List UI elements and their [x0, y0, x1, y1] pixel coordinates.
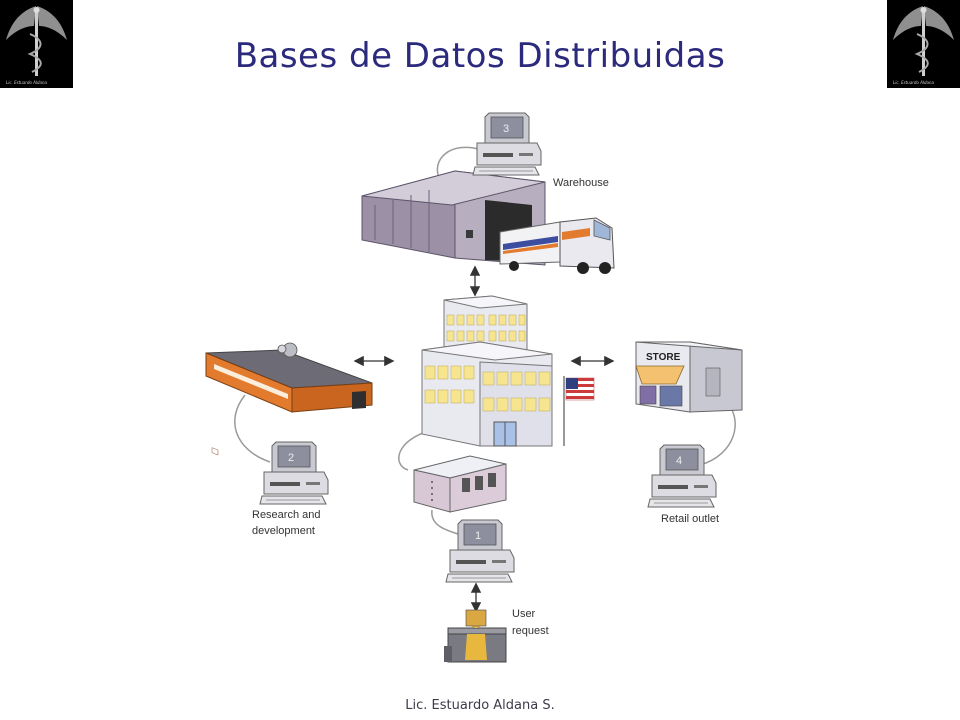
flag-icon	[563, 376, 595, 446]
computer-user: 1	[445, 519, 515, 583]
logo-caption: Lic. Estuardo Aldana	[6, 80, 47, 85]
page-title: Bases de Datos Distribuidas	[234, 36, 726, 76]
computer-number: 4	[676, 455, 682, 467]
user-at-desk-icon	[444, 609, 507, 663]
label-research-line2: development	[252, 525, 315, 537]
footer-author: Lic. Estuardo Aldana S.	[405, 698, 555, 713]
label-user-line2: request	[512, 625, 549, 637]
store-building: STORE	[635, 341, 743, 413]
computer-number: 1	[475, 530, 481, 542]
logo-left: Lic. Estuardo Aldana	[0, 0, 73, 88]
headquarters-building	[421, 295, 553, 447]
caduceus-icon	[893, 6, 954, 76]
caduceus-icon	[6, 6, 67, 76]
server-unit	[413, 455, 507, 513]
label-retail: Retail outlet	[661, 513, 719, 525]
truck-icon	[499, 217, 615, 274]
label-research-line1: Research and	[252, 509, 321, 521]
computer-research: 2	[259, 441, 329, 505]
connection-arrows	[353, 265, 615, 613]
logo-caption: Lic. Estuardo Aldana	[893, 80, 934, 85]
label-user-line1: User	[512, 608, 536, 620]
logo-right: Lic. Estuardo Aldana	[887, 0, 960, 88]
research-building	[205, 342, 373, 456]
computer-retail: 4	[647, 444, 717, 508]
label-warehouse: Warehouse	[553, 177, 609, 189]
computer-number: 3	[503, 123, 509, 135]
store-sign: STORE	[646, 352, 681, 363]
computer-number: 2	[288, 452, 294, 464]
computer-warehouse: 3	[472, 112, 542, 176]
